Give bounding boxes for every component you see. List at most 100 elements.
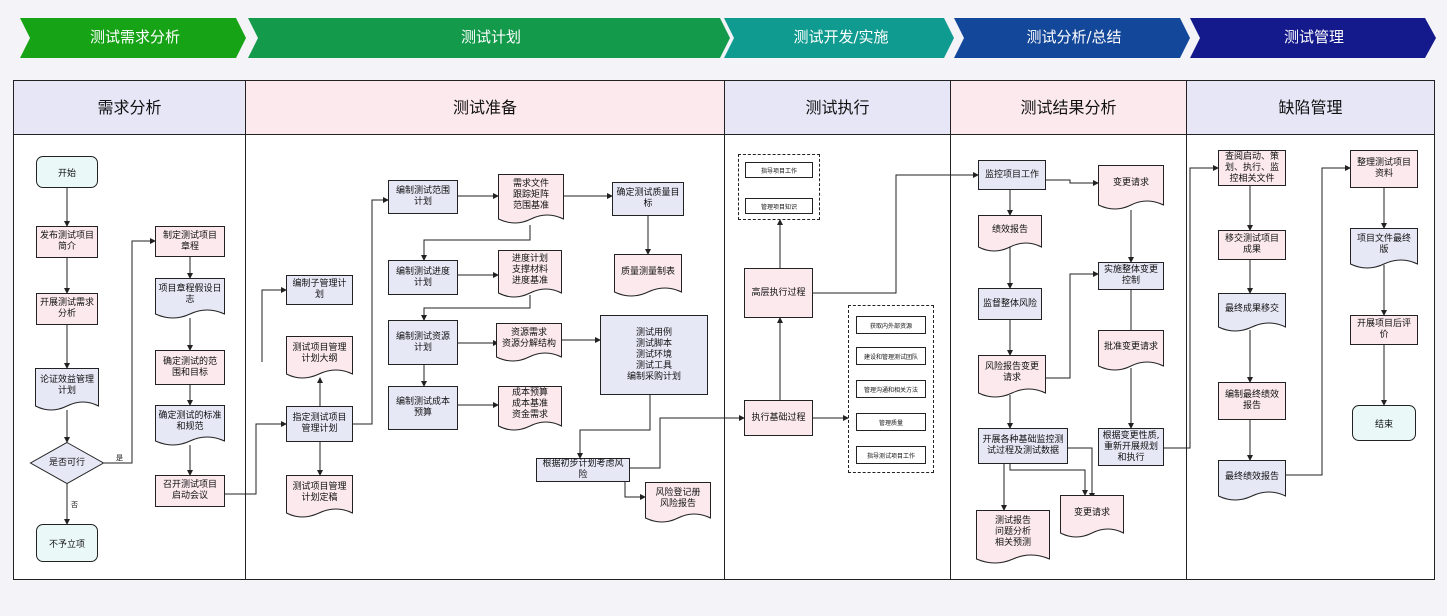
- asset-line: 测试工具: [635, 360, 672, 371]
- plan-outline-doc: 测试项目管理计划大纲: [286, 336, 353, 380]
- scope-docs: 需求文件 跟踪矩阵 范围基准: [498, 174, 564, 226]
- high-level-process-node: 高层执行过程: [744, 268, 813, 318]
- doc-line: 资金需求: [511, 410, 548, 421]
- doc-text: 绩效报告: [991, 225, 1028, 236]
- feasibility-decision: 是否可行: [29, 441, 105, 485]
- stage-banner: 测试需求分析 测试计划 测试开发/实施 测试分析/总结 测试管理: [0, 0, 1447, 76]
- doc-text: 最终绩效报告: [1224, 471, 1279, 482]
- doc-text: 最终成果移交: [1224, 303, 1279, 314]
- knowledge-group: [738, 154, 820, 220]
- replan-node: 根据变更性质,重新开展规划和执行: [1098, 428, 1164, 466]
- exec-item: 建设和管理测试团队: [856, 347, 926, 365]
- risk-change-doc: 风险报告变更请求: [978, 355, 1046, 399]
- base-process-group: [848, 305, 934, 473]
- doc-line: 资源分解结构: [501, 339, 556, 350]
- integrated-change-node: 实施整体变更控制: [1098, 262, 1164, 290]
- approve-change-doc: 批准变更请求: [1098, 330, 1164, 372]
- lane-title: 缺陷管理: [1187, 81, 1434, 135]
- base-process-node: 执行基础过程: [744, 400, 813, 436]
- doc-line: 风险报告: [659, 499, 696, 510]
- final-version-doc: 项目文件最终版: [1350, 228, 1418, 270]
- asset-line: 测试脚本: [635, 338, 672, 349]
- doc-text: 需求文件 跟踪矩阵 范围基准: [498, 174, 564, 217]
- organize-docs-node: 整理测试项目资料: [1350, 150, 1418, 188]
- doc-text: 确定测试的标准和规范: [158, 411, 222, 433]
- end-node: 结束: [1352, 405, 1416, 441]
- charter-log-doc: 项目章程假设日志: [155, 278, 225, 320]
- quality-table-doc: 质量测量制表: [614, 254, 682, 298]
- doc-line: 进度计划: [511, 254, 548, 264]
- change-request-doc-2: 变更请求: [1060, 495, 1124, 539]
- doc-text: 测试项目管理计划定稿: [292, 482, 347, 504]
- exec-item: 管理沟通和相关方法: [856, 380, 926, 398]
- stage-chevron-5: [1190, 18, 1436, 58]
- project-charter-node: 制定测试项目章程: [155, 226, 225, 257]
- risk-register-doc: 风险登记册 风险报告: [645, 482, 711, 524]
- monitor-work-node: 监控项目工作: [978, 160, 1046, 190]
- requirement-analysis-node: 开展测试需求分析: [36, 293, 98, 325]
- doc-line: 跟踪矩阵: [512, 189, 549, 200]
- doc-text: 测试报告 问题分析 相关预测: [976, 510, 1050, 556]
- post-evaluation-node: 开展项目后评价: [1350, 315, 1418, 345]
- exec-item: 管理质量: [856, 413, 926, 431]
- doc-text: 变更请求: [1112, 178, 1149, 189]
- doc-line: 成本预算: [511, 388, 548, 399]
- stage-chevron-2: [248, 18, 730, 58]
- doc-line: 成本基准: [511, 399, 548, 410]
- doc-text: 风险登记册 风险报告: [645, 482, 711, 516]
- doc-text: 质量测量制表: [620, 266, 675, 277]
- exec-item: 指导测试项目工作: [856, 446, 926, 464]
- stage-chevron-3: [724, 18, 954, 58]
- doc-text: 测试项目管理计划大纲: [292, 343, 347, 365]
- plan-final-doc: 测试项目管理计划定稿: [286, 475, 353, 519]
- start-node: 开始: [36, 156, 98, 188]
- no-label: 否: [71, 501, 78, 509]
- kickoff-node: 召开测试项目启动会议: [155, 475, 225, 507]
- doc-text: 资源需求 资源分解结构: [496, 323, 562, 356]
- final-report-node: 编制最终绩效报告: [1218, 382, 1286, 420]
- doc-text: 成本预算 成本基准 资金需求: [498, 386, 562, 424]
- reject-node: 不予立项: [36, 524, 98, 562]
- doc-text: 进度计划 支撑材料 进度基准: [498, 250, 562, 291]
- stage-label-3: 测试开发/实施: [793, 28, 889, 46]
- cost-docs: 成本预算 成本基准 资金需求: [498, 386, 562, 432]
- doc-text: 变更请求: [1073, 507, 1110, 518]
- doc-text: 风险报告变更请求: [984, 362, 1039, 384]
- doc-line: 进度基准: [511, 276, 548, 286]
- doc-line: 资源需求: [510, 328, 547, 339]
- lane-execution: 测试执行: [725, 81, 951, 579]
- doc-line: 需求文件: [512, 178, 549, 189]
- schedule-docs: 进度计划 支撑材料 进度基准: [498, 250, 562, 300]
- doc-text: 论证效益管理计划: [39, 375, 94, 397]
- lane-title: 测试准备: [246, 81, 724, 135]
- scope-plan-node: 编制测试范围计划: [388, 180, 458, 214]
- stage-chevron-4: [954, 18, 1190, 58]
- review-docs-node: 查阅启动、策划、执行、监控相关文件: [1218, 150, 1286, 186]
- exec-item: 获取内外部资源: [856, 316, 926, 334]
- stage-label-5: 测试管理: [1283, 28, 1344, 46]
- sub-plan-node: 编制子管理计划: [286, 275, 353, 305]
- doc-line: 风险登记册: [655, 488, 701, 499]
- test-assets-node: 测试用例 测试脚本 测试环境 测试工具 编制采购计划: [600, 315, 708, 395]
- guide-work-item: 指导项目工作: [745, 162, 813, 178]
- scope-goal-node: 确定测试的范围和目标: [155, 350, 225, 385]
- doc-line: 测试报告: [994, 516, 1031, 527]
- management-plan-node: 指定测试项目管理计划: [286, 406, 353, 442]
- risk-plan-node: 根据初步计划考虑风险: [536, 458, 630, 482]
- lane-title: 测试结果分析: [951, 81, 1186, 135]
- test-report-doc: 测试报告 问题分析 相关预测: [976, 510, 1050, 566]
- standard-doc: 确定测试的标准和规范: [155, 405, 225, 447]
- publish-intro-node: 发布测试项目简介: [36, 226, 98, 258]
- doc-line: 问题分析: [994, 527, 1031, 538]
- asset-line: 测试用例: [635, 327, 672, 338]
- lane-requirements: 需求分析: [14, 81, 246, 579]
- lane-preparation: 测试准备: [246, 81, 725, 579]
- doc-line: 相关预测: [994, 538, 1031, 549]
- final-performance-doc: 最终绩效报告: [1218, 460, 1286, 502]
- doc-text: 项目章程假设日志: [158, 284, 222, 306]
- doc-text: 批准变更请求: [1103, 341, 1158, 352]
- final-transfer-doc: 最终成果移交: [1218, 293, 1286, 333]
- monitor-process-node: 开展各种基础监控测试过程及测试数据: [978, 428, 1068, 464]
- yes-label: 是: [116, 454, 123, 462]
- stage-label-2: 测试计划: [460, 28, 521, 46]
